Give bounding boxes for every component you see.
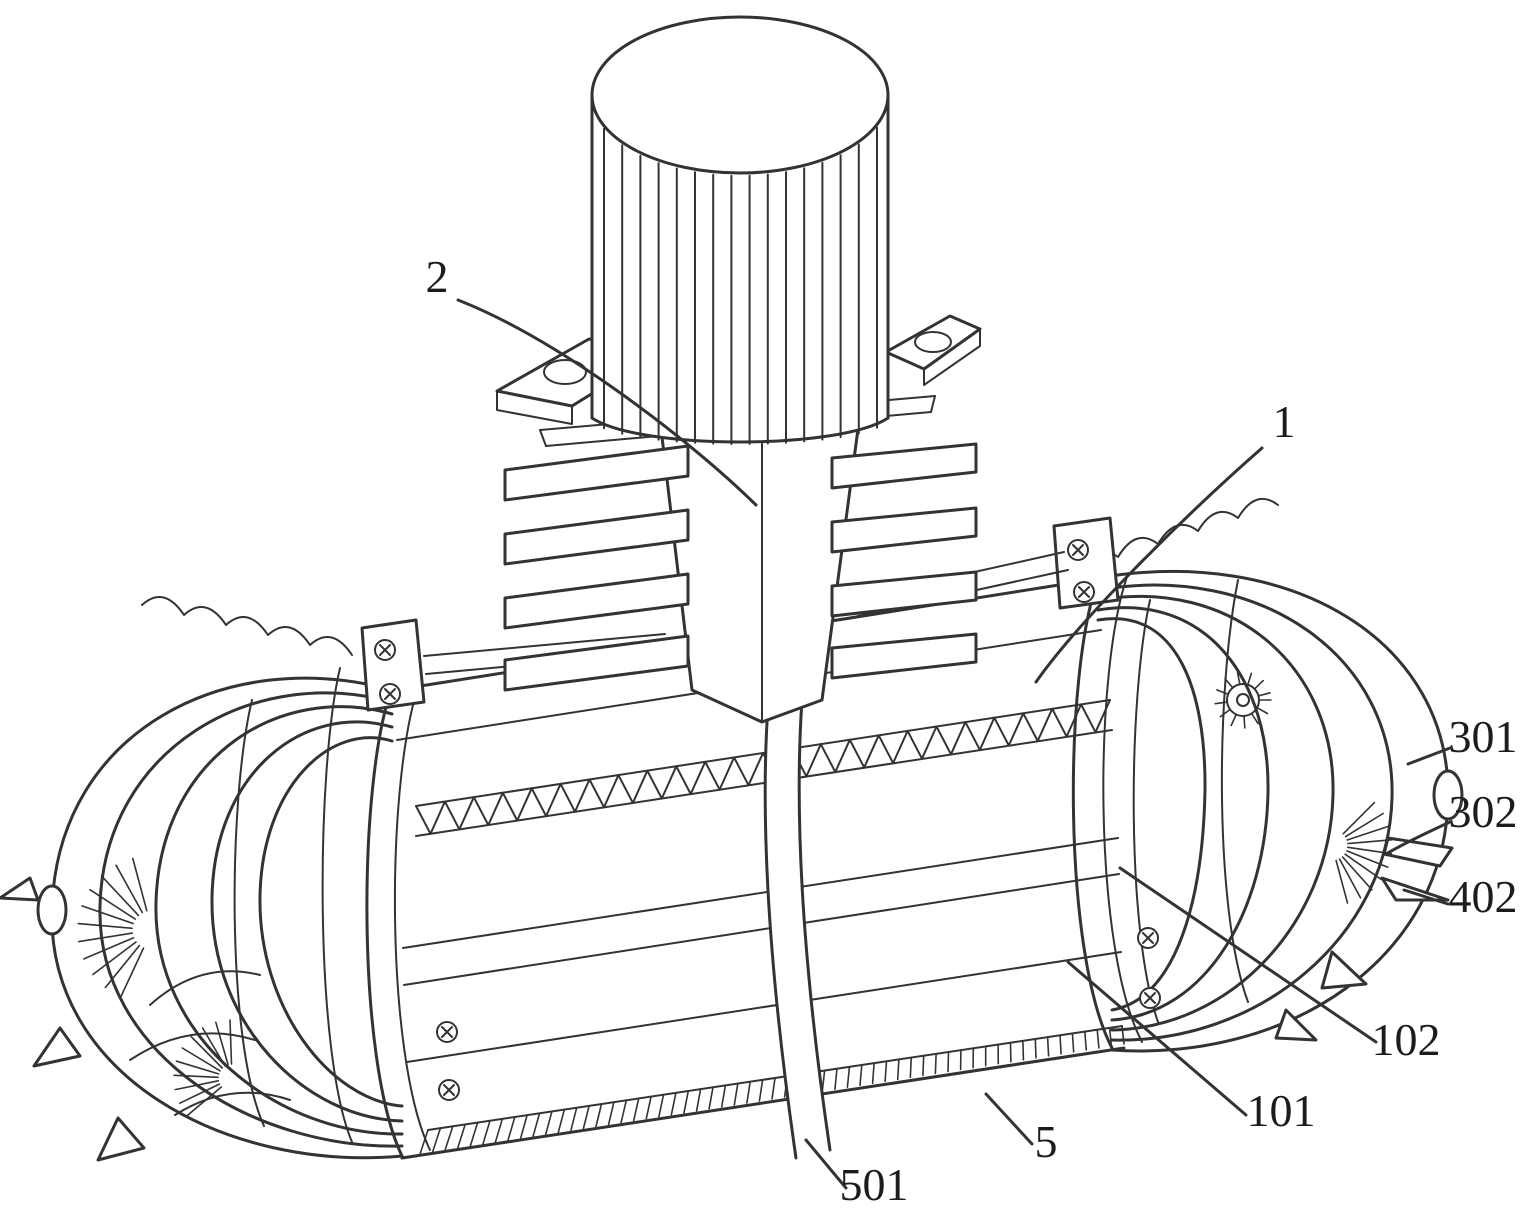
ref-label-1: 1 — [1273, 396, 1296, 447]
ref-label-402: 402 — [1449, 871, 1518, 922]
ref-label-2: 2 — [426, 251, 449, 302]
leader-line-5 — [984, 1092, 1034, 1146]
ref-label-301: 301 — [1449, 711, 1518, 762]
cooling-fin — [830, 570, 978, 618]
cooling-fin — [503, 508, 690, 566]
screw-icon — [379, 683, 401, 705]
gear-hub — [1236, 693, 1250, 707]
screw-icon — [1139, 987, 1161, 1009]
screw-icon — [374, 639, 396, 661]
leader-line-1 — [1034, 446, 1264, 684]
bottom-grate-strip — [419, 1025, 1125, 1155]
left-fin — [32, 1026, 82, 1068]
screw-icon — [1137, 927, 1159, 949]
right-fin — [1274, 1008, 1318, 1042]
screw-icon — [436, 1021, 458, 1043]
body-bottom-edge — [400, 1046, 1126, 1160]
leader-line-101 — [1066, 960, 1248, 1117]
right-end-cage — [1077, 497, 1464, 1053]
ref-label-102: 102 — [1372, 1014, 1441, 1065]
right-cage-outline — [1096, 570, 1450, 1053]
left-impeller-blade — [174, 1091, 291, 1116]
left-tip-nub — [36, 884, 68, 936]
motor-flutes — [603, 126, 878, 445]
motor-cylinder — [590, 15, 890, 445]
cooling-fin — [503, 634, 690, 692]
left-cage-scallops — [141, 596, 353, 656]
cooling-fin — [830, 442, 978, 490]
ref-label-5: 5 — [1035, 1116, 1058, 1167]
left-end-cage — [0, 596, 404, 1162]
left-fin — [96, 1116, 146, 1162]
cooling-fin — [503, 572, 690, 630]
column-body — [658, 412, 862, 724]
hatch-fans — [77, 671, 1393, 1117]
ref-label-501: 501 — [840, 1159, 909, 1210]
right-tip-nub — [1432, 769, 1464, 821]
right-fin-402 — [1380, 876, 1450, 902]
bolt-hole — [914, 331, 952, 353]
cooling-fin — [830, 506, 978, 554]
finned-column — [503, 412, 978, 724]
reference-labels: 2 1 301 302 402 102 101 5 501 — [426, 251, 1518, 1210]
ref-label-302: 302 — [1449, 786, 1518, 837]
cooling-fin — [830, 632, 978, 680]
screw-icon — [1073, 581, 1095, 603]
cooling-fin — [503, 444, 690, 502]
leader-line-2 — [456, 298, 758, 507]
motor-top-face — [590, 15, 890, 175]
screw-icon — [438, 1079, 460, 1101]
left-impeller-blade — [149, 970, 261, 1006]
leader-line-102 — [1118, 866, 1378, 1044]
ref-label-101: 101 — [1247, 1085, 1316, 1136]
screw-icon — [1067, 539, 1089, 561]
leader-line-402 — [1402, 888, 1450, 906]
right-collar-tab — [1052, 516, 1120, 610]
leader-line-302 — [1384, 820, 1452, 856]
strap-band — [763, 696, 832, 1160]
leader-lines — [456, 298, 1452, 1190]
leader-line-501 — [804, 1138, 848, 1190]
flange-wing — [884, 314, 982, 371]
bolt-hole — [543, 359, 587, 385]
left-fin — [0, 876, 40, 902]
collar-bands — [360, 516, 1161, 1158]
right-fin — [1320, 950, 1368, 990]
leader-line-301 — [1406, 746, 1452, 766]
left-impeller-blade — [129, 1032, 256, 1061]
